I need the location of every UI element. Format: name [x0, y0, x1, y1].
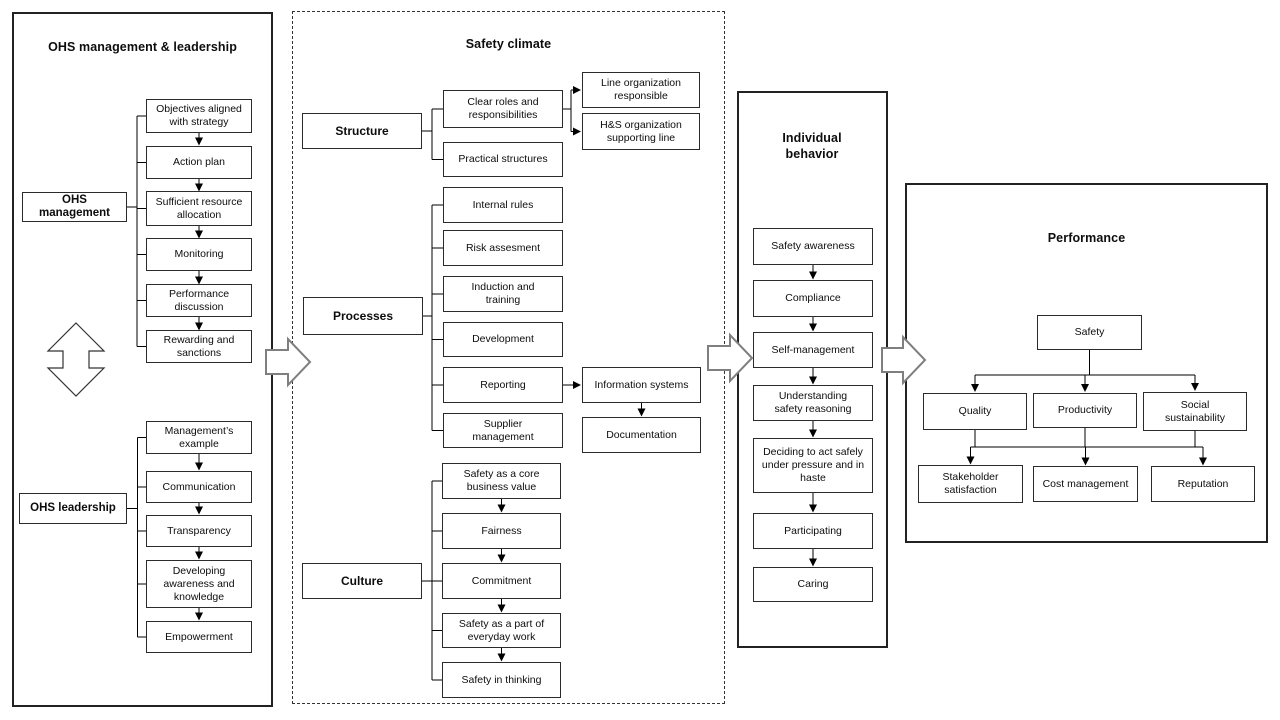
box-processes: Processes — [303, 297, 423, 335]
box-sufficient-resource-allocation: Sufficient resource allocation — [146, 191, 252, 226]
box-safety-as-core-business-value: Safety as a core business value — [442, 463, 561, 499]
box-safety: Safety — [1037, 315, 1142, 350]
box-ohs-leadership: OHS leadership — [19, 493, 127, 524]
box-reporting: Reporting — [443, 367, 563, 403]
box-practical-structures: Practical structures — [443, 142, 563, 177]
box-cost-management: Cost management — [1033, 466, 1138, 502]
box-structure: Structure — [302, 113, 422, 149]
box-supplier-management: Supplier management — [443, 413, 563, 448]
panel-title-performance: Performance — [1047, 231, 1126, 245]
box-quality: Quality — [923, 393, 1027, 430]
box-developing-awareness-and-knowledge: Developing awareness and knowledge — [146, 560, 252, 608]
box-safety-part-of-everyday-work: Safety as a part of everyday work — [442, 613, 561, 648]
box-managements-example: Management’s example — [146, 421, 252, 454]
box-caring: Caring — [753, 567, 873, 602]
box-understanding-safety-reasoning: Understanding safety reasoning — [753, 385, 873, 421]
box-internal-rules: Internal rules — [443, 187, 563, 223]
panel-title-safety-climate: Safety climate — [465, 37, 552, 51]
box-rewarding-and-sanctions: Rewarding and sanctions — [146, 330, 252, 363]
box-safety-in-thinking: Safety in thinking — [442, 662, 561, 698]
box-action-plan: Action plan — [146, 146, 252, 179]
box-transparency: Transparency — [146, 515, 252, 547]
box-performance-discussion: Performance discussion — [146, 284, 252, 317]
box-deciding-to-act-safely: Deciding to act safely under pressure an… — [753, 438, 873, 493]
box-development: Development — [443, 322, 563, 357]
box-information-systems: Information systems — [582, 367, 701, 403]
box-fairness: Fairness — [442, 513, 561, 549]
panel-title-ohs: OHS management & leadership — [48, 40, 237, 54]
box-reputation: Reputation — [1151, 466, 1255, 502]
box-safety-awareness: Safety awareness — [753, 228, 873, 265]
box-clear-roles-and-responsibilities: Clear roles and responsibilities — [443, 90, 563, 128]
box-compliance: Compliance — [753, 280, 873, 317]
box-participating: Participating — [753, 513, 873, 549]
panel-title-individual-behavior: Individual behavior — [782, 131, 842, 161]
box-objectives-aligned-with-strategy: Objectives aligned with strategy — [146, 99, 252, 133]
box-commitment: Commitment — [442, 563, 561, 599]
box-line-organization-responsible: Line organization responsible — [582, 72, 700, 108]
box-monitoring: Monitoring — [146, 238, 252, 271]
box-self-management: Self-management — [753, 332, 873, 368]
box-productivity: Productivity — [1033, 393, 1137, 428]
box-hs-organization-supporting-line: H&S organization supporting line — [582, 113, 700, 150]
box-social-sustainability: Social sustainability — [1143, 392, 1247, 431]
box-communication: Communication — [146, 471, 252, 503]
box-induction-and-training: Induction and training — [443, 276, 563, 312]
box-stakeholder-satisfaction: Stakeholder satisfaction — [918, 465, 1023, 503]
box-ohs-management: OHS management — [22, 192, 127, 222]
box-culture: Culture — [302, 563, 422, 599]
box-documentation: Documentation — [582, 417, 701, 453]
box-empowerment: Empowerment — [146, 621, 252, 653]
panel-individual-behavior — [737, 91, 888, 648]
box-risk-assesment: Risk assesment — [443, 230, 563, 266]
